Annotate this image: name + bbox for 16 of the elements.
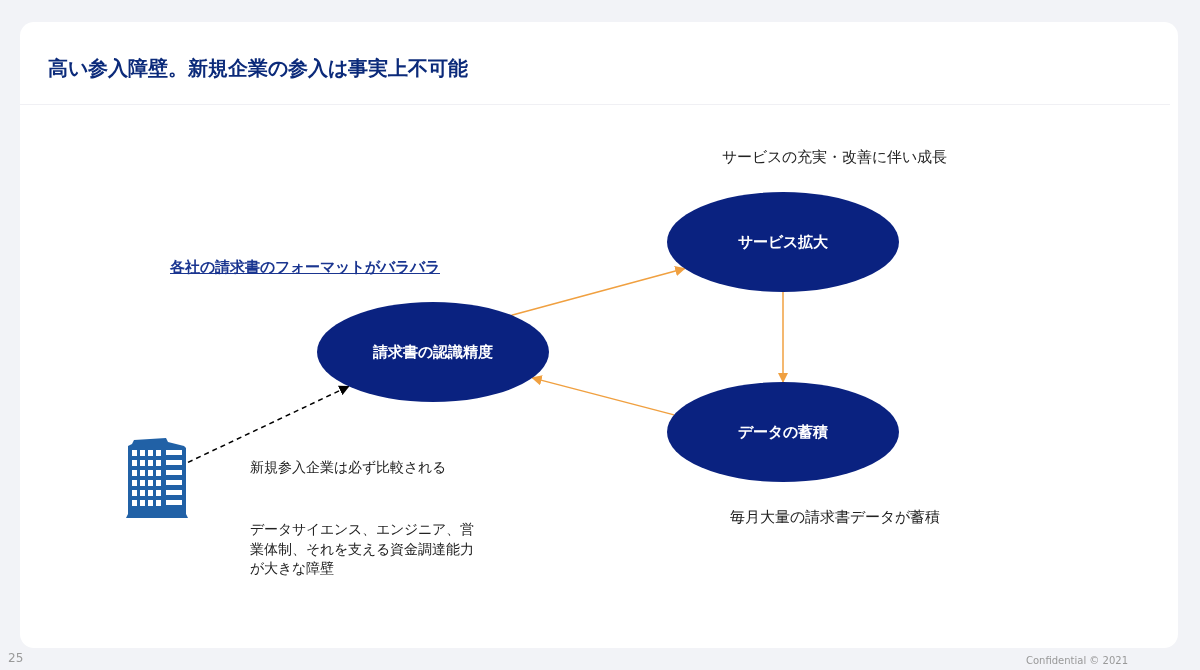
caption-text: サービスの充実・改善に伴い成長 [722, 148, 947, 167]
slide-title: 高い参入障壁。新規企業の参入は事実上不可能 [48, 55, 468, 82]
node-label: 請求書の認識精度 [373, 342, 493, 362]
arrow [187, 385, 350, 464]
caption-text: 毎月大量の請求書データが蓄積 [730, 508, 940, 527]
underlined-note: 各社の請求書のフォーマットがバラバラ [170, 258, 440, 277]
arrow [531, 375, 675, 416]
footer-text: Confidential © 2021 [1026, 654, 1128, 668]
arrow [510, 265, 686, 316]
page-number: 25 [8, 650, 24, 667]
note-text: データサイエンス、エンジニア、営業体制、それを支える資金調達能力が大きな障壁 [250, 520, 475, 579]
arrow [777, 291, 789, 384]
node-label: データの蓄積 [738, 422, 828, 442]
note-text: 新規参入企業は必ず比較される [250, 458, 447, 477]
node-label: サービス拡大 [738, 232, 828, 252]
building-icon [126, 436, 188, 518]
